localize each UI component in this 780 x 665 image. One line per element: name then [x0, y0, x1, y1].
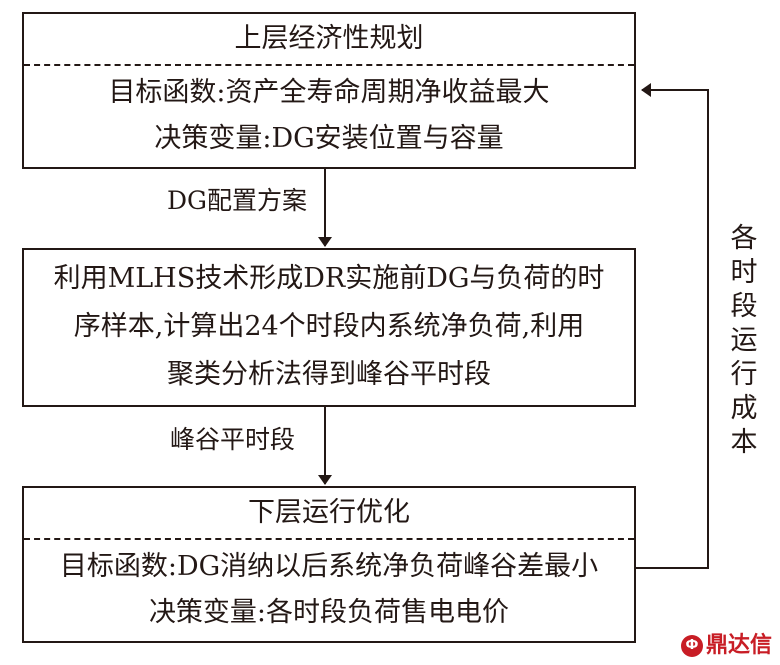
feedback-char: 时 — [730, 257, 758, 288]
watermark-logo-icon: Ф — [680, 635, 703, 657]
lower-operation-box: 下层运行优化 目标函数:DG消纳以后系统净负荷峰谷差最小 决策变量:各时段负荷售… — [22, 486, 636, 643]
feedback-char: 段 — [730, 291, 758, 322]
upper-decision-text: 决策变量:DG安装位置与容量 — [154, 123, 504, 154]
middle-text-line-3: 聚类分析法得到峰谷平时段 — [167, 359, 491, 390]
upper-planning-box: 上层经济性规划 目标函数:资产全寿命周期净收益最大 决策变量:DG安装位置与容量 — [22, 12, 636, 169]
middle-text-line-1: 利用MLHS技术形成DR实施前DG与负荷的时 — [53, 263, 605, 294]
lower-decision-text: 决策变量:各时段负荷售电电价 — [148, 597, 510, 628]
lower-box-divider — [24, 538, 634, 540]
middle-text-line-2: 序样本,计算出24个时段内系统净负荷,利用 — [73, 311, 585, 342]
feedback-char: 行 — [730, 359, 758, 390]
feedback-char: 各 — [730, 223, 758, 254]
watermark-text: 鼎达信 — [705, 633, 772, 658]
edge-label-dg-config: DG配置方案 — [167, 186, 308, 215]
upper-box-divider — [24, 64, 634, 66]
middle-process-box: 利用MLHS技术形成DR实施前DG与负荷的时 序样本,计算出24个时段内系统净负… — [22, 248, 636, 407]
feedback-label: 各 时 段 运 行 成 本 — [727, 222, 761, 460]
edge-label-peak-valley: 峰谷平时段 — [170, 425, 296, 454]
feedback-char: 本 — [730, 427, 758, 458]
upper-objective-text: 目标函数:资产全寿命周期净收益最大 — [108, 77, 550, 108]
lower-objective-text: 目标函数:DG消纳以后系统净负荷峰谷差最小 — [59, 551, 599, 582]
feedback-char: 运 — [730, 325, 758, 356]
feedback-char: 成 — [730, 393, 758, 424]
upper-box-title: 上层经济性规划 — [234, 23, 424, 54]
feedback-arrow — [634, 83, 709, 569]
lower-box-title: 下层运行优化 — [248, 497, 410, 528]
